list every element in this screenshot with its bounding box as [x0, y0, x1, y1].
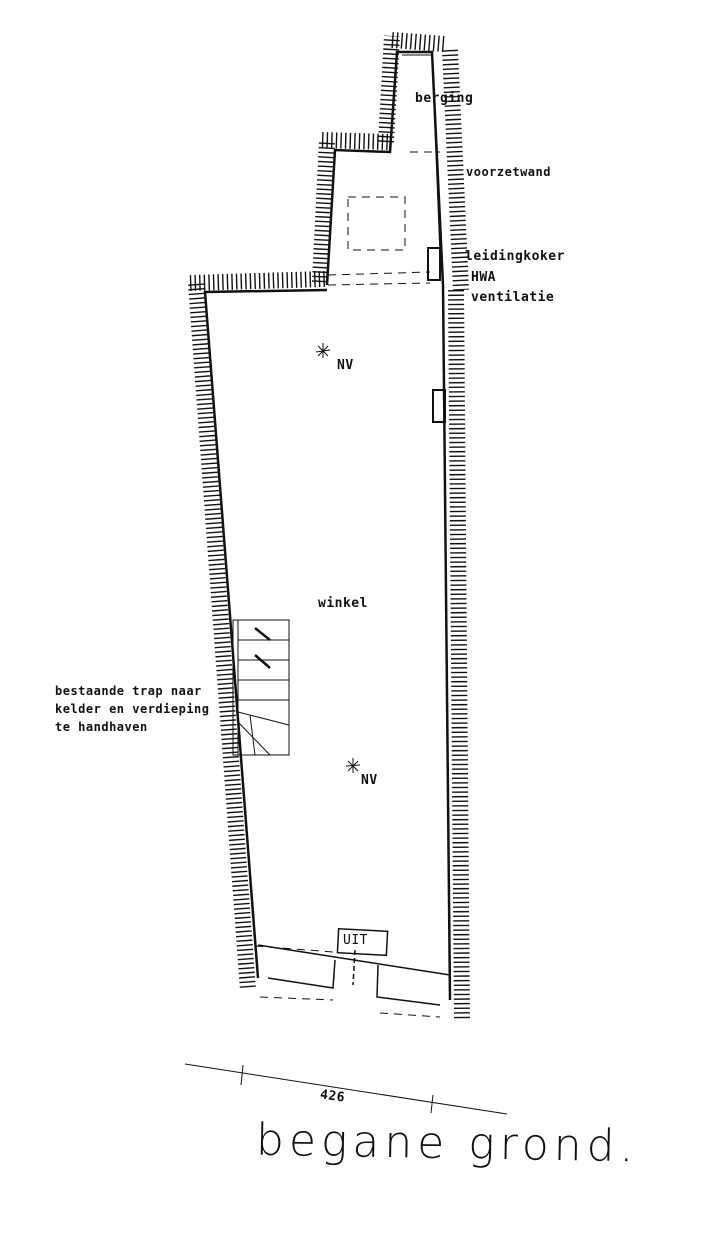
chimney-block [432, 389, 446, 423]
dashed-lines [254, 151, 441, 1018]
label-uit: UIT [343, 933, 368, 948]
label-voorzetwand: voorzetwand [466, 165, 551, 179]
label-leidingkoker: leidingkoker [465, 249, 565, 264]
dimension-line [184, 1063, 508, 1115]
room-label-winkel: winkel [318, 596, 368, 611]
stair-note: bestaande trap naar kelder en verdieping… [55, 682, 210, 736]
wall-outline [203, 50, 452, 1001]
duct-block [427, 247, 441, 281]
entrance [257, 927, 451, 1006]
label-hwa: HWA [471, 270, 496, 285]
stair-note-line: bestaande trap naar [55, 684, 202, 698]
nv-marker-icon [315, 343, 361, 773]
room-label-berging: berging [415, 91, 474, 106]
label-ventilatie: ventilatie [471, 290, 555, 305]
stair-note-line: kelder en verdieping [55, 702, 210, 716]
staircase [232, 619, 290, 756]
wall-hatching [188, 32, 470, 1021]
label-nv-bottom: NV [361, 773, 378, 788]
label-nv-top: NV [337, 358, 354, 373]
stair-note-line: te handhaven [55, 720, 148, 734]
drawing-title: begane grond. [255, 1114, 639, 1173]
